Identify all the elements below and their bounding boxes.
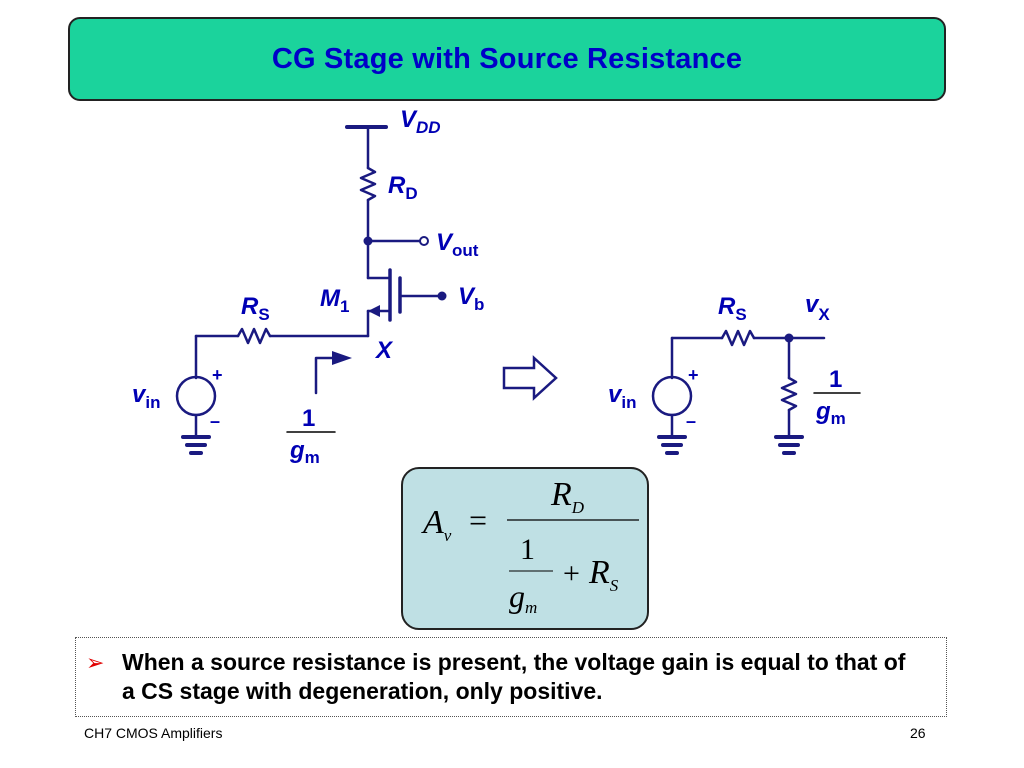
r-vin-label: vin: [608, 381, 636, 412]
impedance-arrow-line: [314, 356, 338, 395]
formula-rs: RS: [588, 554, 619, 595]
vin-minus: –: [210, 411, 220, 431]
m1-label: M1: [320, 285, 349, 316]
formula-equals: =: [469, 502, 487, 538]
vout-node-dot: [363, 236, 373, 246]
left-frac-den: gm: [289, 437, 320, 467]
vin-plus: +: [212, 365, 223, 385]
vb-label: Vb: [458, 283, 484, 314]
slide-title: CG Stage with Source Resistance: [271, 42, 743, 75]
bullet-arrow-icon: ➢: [86, 651, 105, 676]
gain-formula: Av = RD 1 gm + RS: [421, 476, 639, 617]
r-rs-resistor: [720, 329, 756, 347]
vb-node-dot: [437, 291, 447, 301]
bullet-text: When a source resistance is present, the…: [122, 649, 906, 704]
transform-arrow-icon: [502, 355, 558, 401]
left-circuit: [175, 125, 444, 455]
right-frac-den: gm: [815, 398, 846, 428]
vx-node-dot: [784, 333, 794, 343]
r-vin-source-circle: [651, 375, 693, 417]
impedance-arrow-head: [332, 351, 352, 365]
formula-inner-den: gm: [509, 578, 537, 617]
vout-label: Vout: [436, 229, 479, 260]
left-frac-num: 1: [302, 405, 315, 432]
gain-formula-box: Av = RD 1 gm + RS: [401, 467, 649, 630]
source-arrow: [368, 305, 380, 317]
title-banner: CG Stage with Source Resistance: [68, 17, 946, 101]
vin-label: vin: [132, 381, 160, 412]
x-node-label: X: [374, 337, 394, 364]
bullet-box: ➢ When a source resistance is present, t…: [75, 637, 947, 717]
right-circuit: [651, 329, 861, 455]
right-frac-num: 1: [829, 366, 842, 393]
vx-label: vX: [805, 291, 830, 324]
rd-resistor: [359, 166, 377, 202]
rd-label: RD: [388, 172, 418, 203]
r-vin-minus: –: [686, 411, 696, 431]
r-rs-label: RS: [718, 293, 747, 324]
r-gm-resistor: [780, 376, 798, 412]
rs-label: RS: [241, 293, 270, 324]
footer-course: CH7 CMOS Amplifiers: [84, 725, 223, 741]
vdd-label: VDD: [400, 106, 441, 137]
formula-inner-num: 1: [520, 533, 535, 566]
formula-plus: +: [563, 557, 580, 590]
rs-resistor: [236, 327, 272, 345]
r-vin-plus: +: [688, 365, 699, 385]
formula-lhs: Av: [421, 504, 452, 545]
formula-numerator: RD: [550, 476, 585, 517]
vout-terminal: [419, 236, 429, 246]
page-number: 26: [910, 725, 926, 741]
vin-source-circle: [175, 375, 217, 417]
